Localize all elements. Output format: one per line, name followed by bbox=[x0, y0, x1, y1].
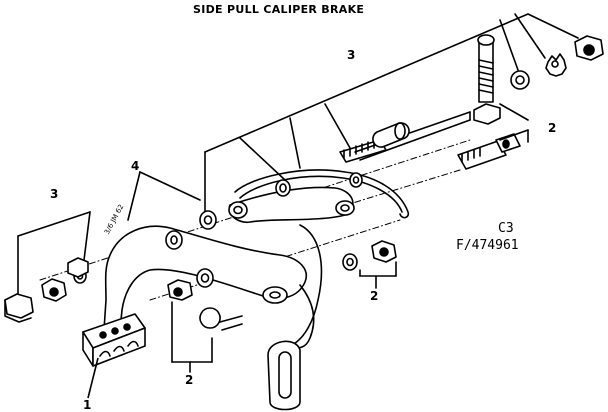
adjuster-barrel bbox=[457, 34, 530, 170]
callout-2-left-label: 2 bbox=[185, 373, 194, 387]
callout-3-left-label: 3 bbox=[50, 187, 59, 201]
callout-1-label: 1 bbox=[83, 398, 92, 412]
part-number: F/474961 bbox=[456, 238, 519, 253]
top-nut-and-star-washer bbox=[545, 35, 604, 77]
callout-2-mid-label: 2 bbox=[370, 289, 379, 303]
nut-and-bolt bbox=[167, 268, 243, 373]
nut-and-washer-mid bbox=[342, 240, 397, 289]
callout-2-right-label: 2 bbox=[548, 121, 557, 135]
callout-3-top-label: 3 bbox=[347, 48, 356, 62]
brake-shoe bbox=[82, 313, 146, 367]
model-code: C3 bbox=[498, 221, 514, 236]
caliper-frame bbox=[103, 224, 323, 349]
leader-lines-callout-4 bbox=[127, 171, 201, 221]
diagram-title: SIDE PULL CALIPER BRAKE bbox=[193, 3, 365, 16]
lower-lever bbox=[267, 340, 301, 411]
callout-4-label: 4 bbox=[131, 159, 140, 173]
mounting-nut-and-washer bbox=[4, 211, 91, 323]
center-bolt bbox=[339, 111, 471, 163]
leader-lines-callout-3-top bbox=[204, 13, 579, 213]
brake-spring bbox=[234, 169, 410, 219]
upper-caliper-arm bbox=[199, 172, 363, 230]
